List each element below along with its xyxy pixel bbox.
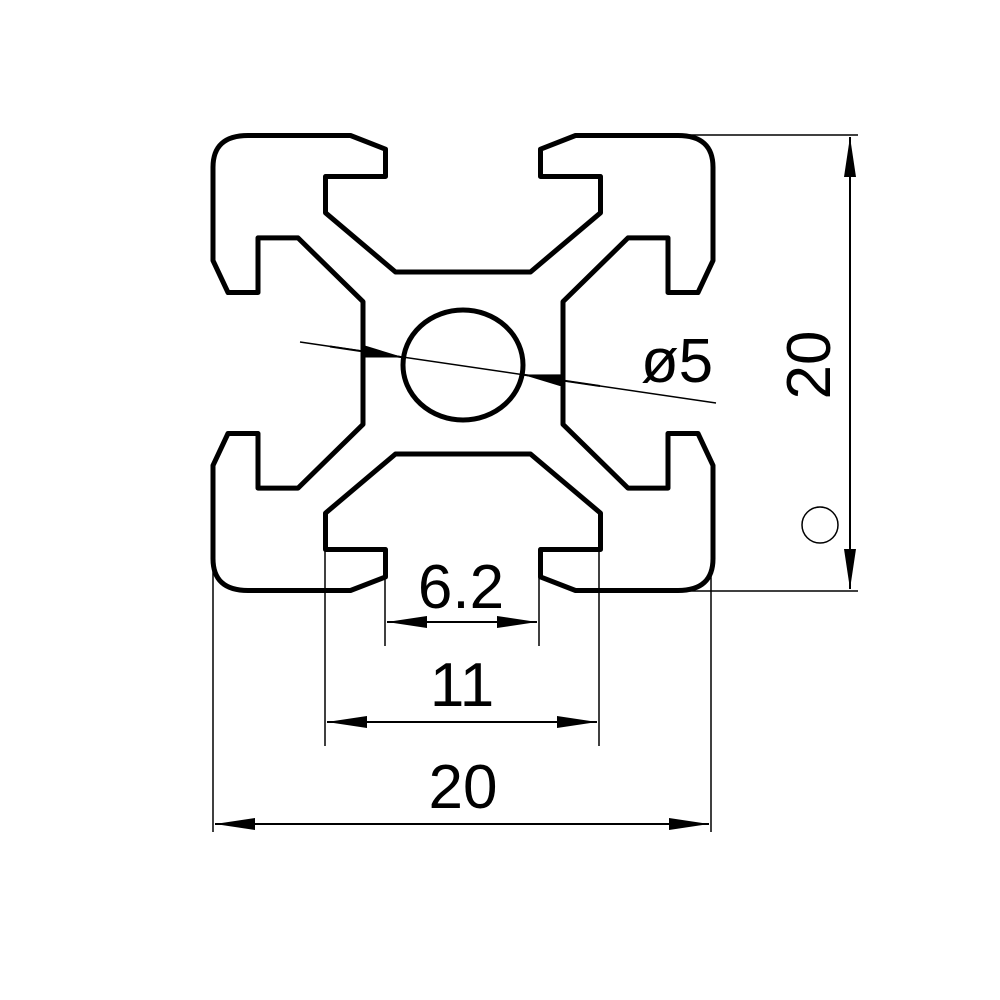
leader-arrow [521, 373, 601, 387]
slot-opening-dimension: 6.2 [384, 553, 540, 646]
bore-dimension: ø5 [299, 327, 717, 404]
slot-inner-label: 11 [430, 651, 494, 720]
bore-label: ø5 [641, 327, 713, 396]
center-bore [400, 307, 526, 423]
slot-opening-label: 6.2 [418, 553, 504, 622]
leader-arrow [329, 345, 405, 359]
origin-marker [801, 506, 839, 544]
width-dimension: 20 [212, 565, 712, 832]
slot-inner-dimension: 11 [324, 545, 600, 746]
width-label: 20 [429, 753, 498, 822]
height-dimension: 20 [688, 134, 858, 592]
height-label: 20 [775, 331, 844, 400]
profile-outline [210, 133, 716, 593]
